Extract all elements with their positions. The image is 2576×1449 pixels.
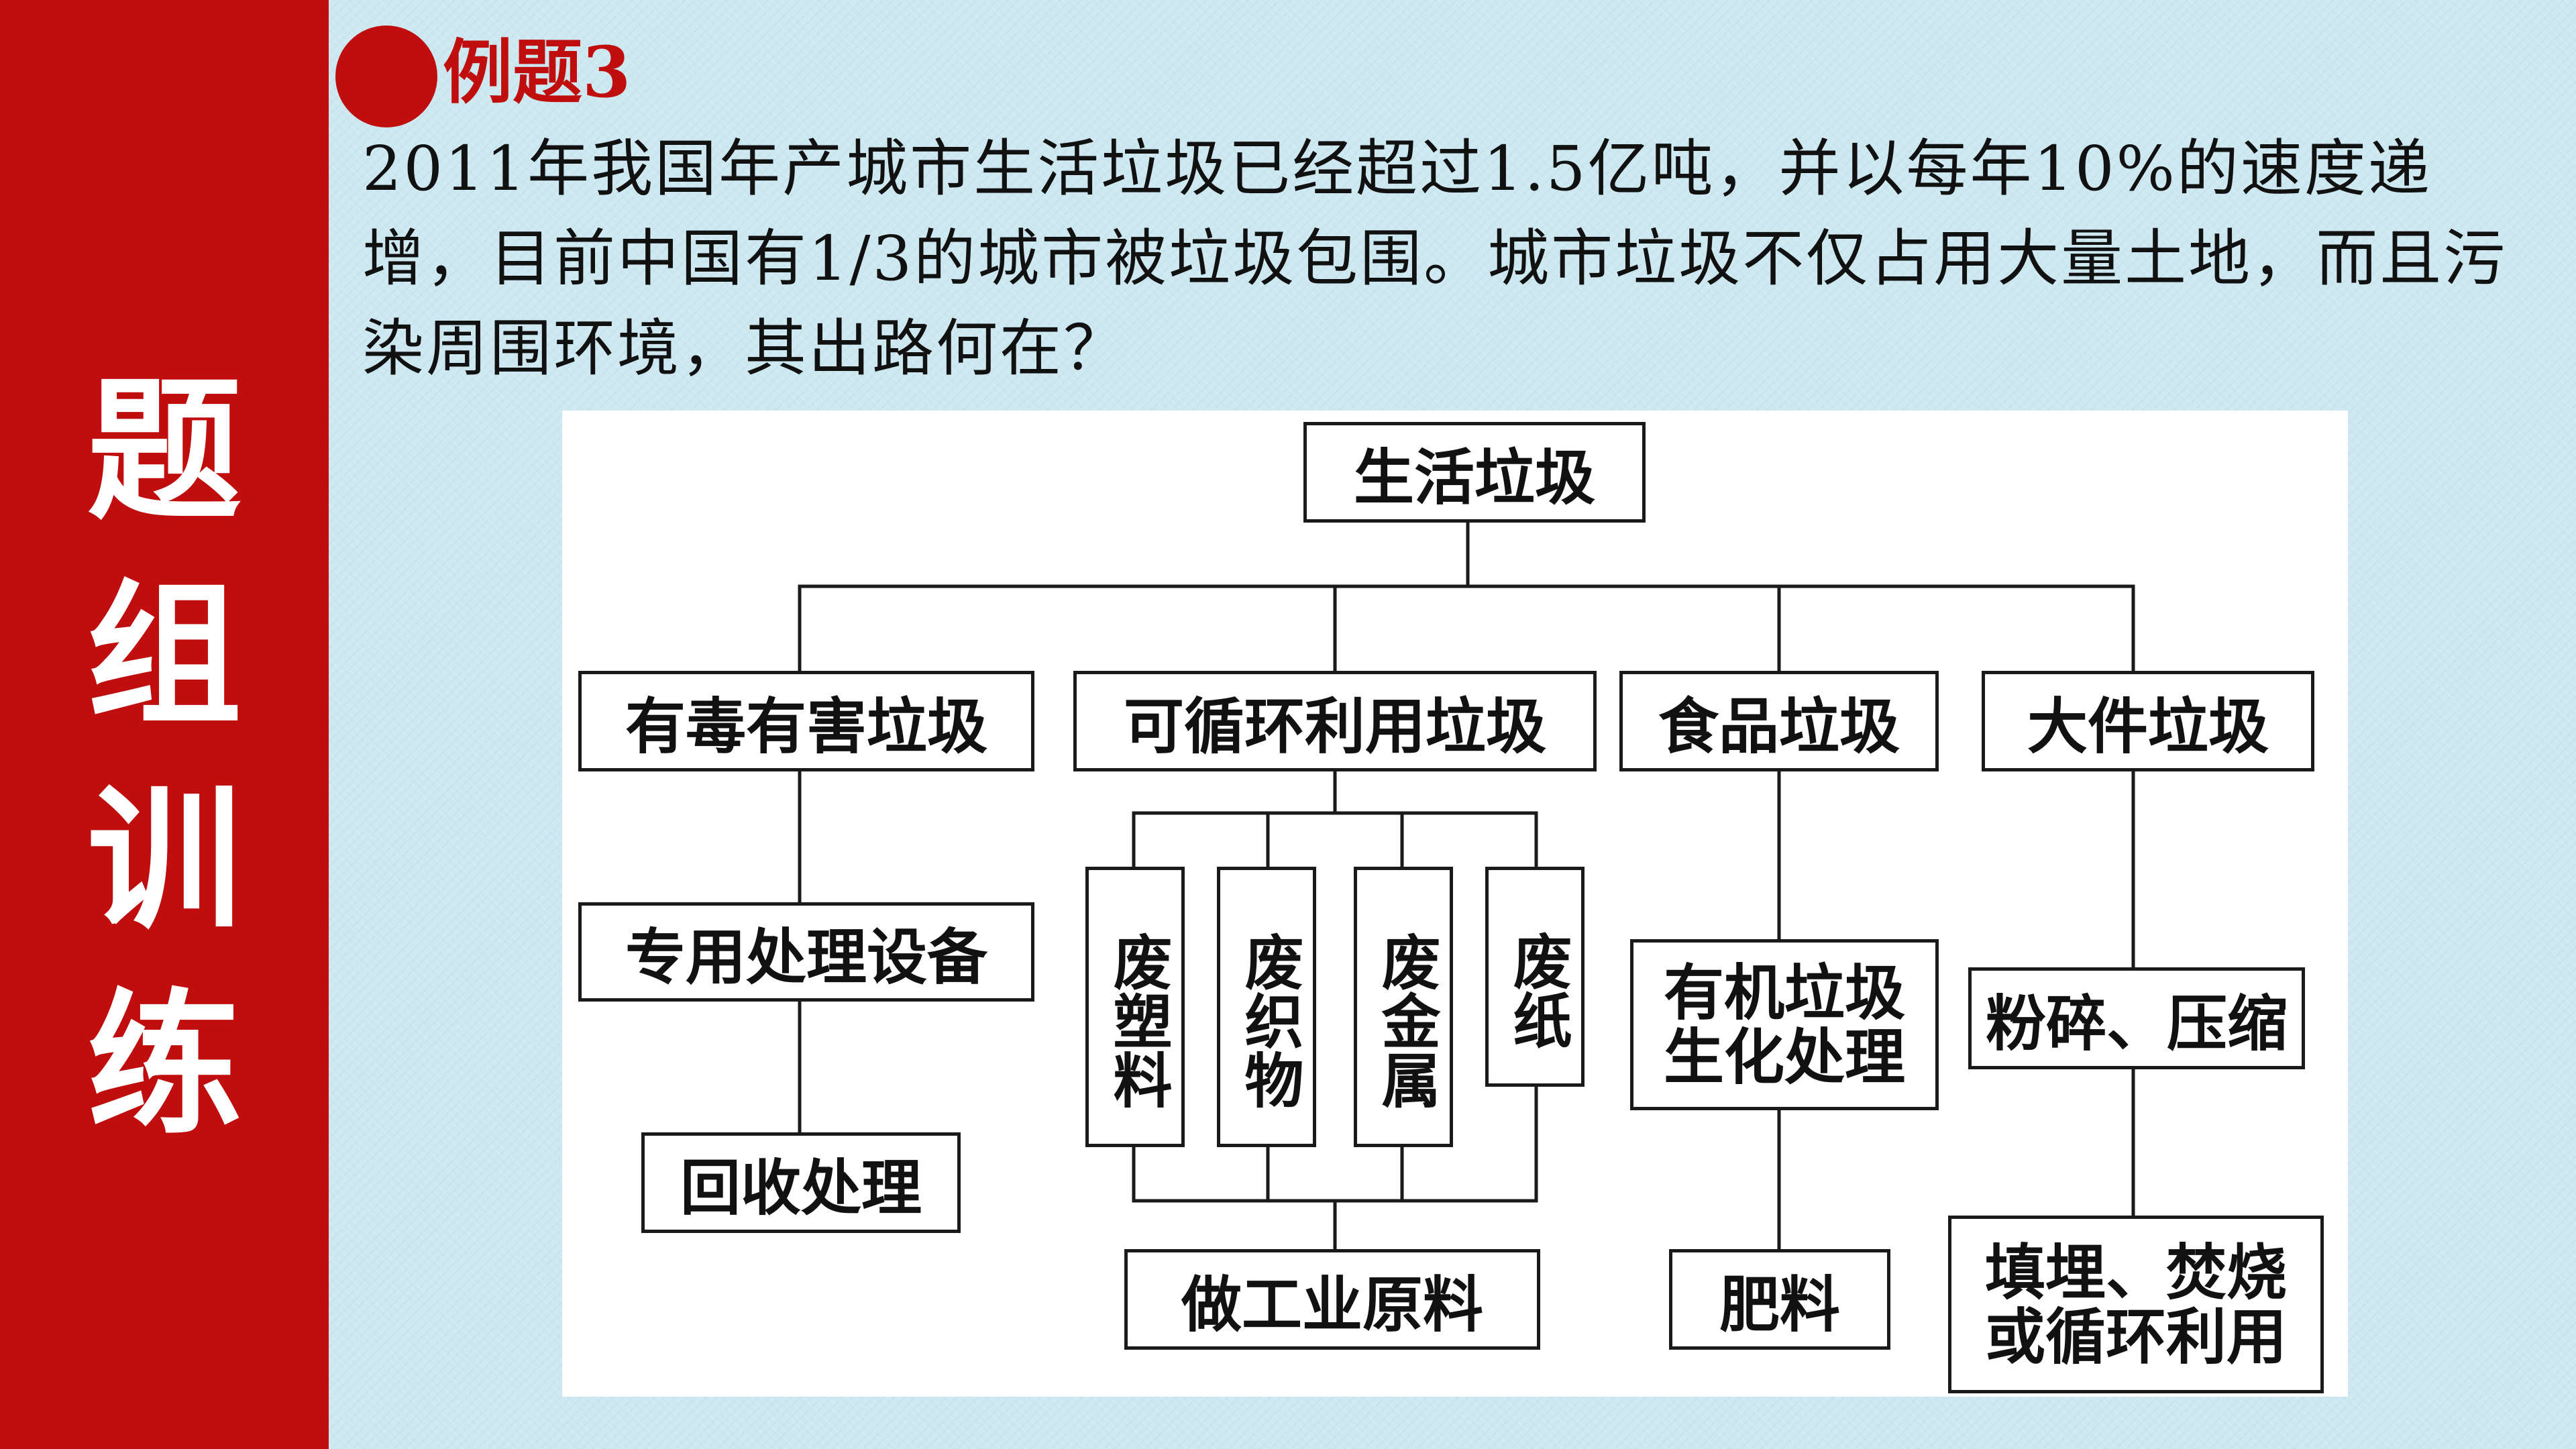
- node-industrial-material: 做工业原料: [1124, 1249, 1540, 1350]
- node-bulky-waste: 大件垃圾: [1982, 671, 2314, 771]
- sidebar-title: 题 组 训 练: [0, 349, 329, 1167]
- node-root: 生活垃圾: [1303, 422, 1646, 523]
- node-recovery: 回收处理: [641, 1132, 961, 1233]
- sidebar-char: 组: [87, 565, 241, 746]
- connector-lines: [798, 521, 2135, 1251]
- node-waste-plastic: 废塑料: [1085, 867, 1185, 1147]
- flowchart-panel: 生活垃圾 有毒有害垃圾 可循环利用垃圾 食品垃圾 大件垃圾 专用处理设备 回收处…: [562, 411, 2348, 1397]
- sidebar-char: 题: [87, 360, 241, 541]
- node-waste-metal: 废金属: [1354, 867, 1453, 1147]
- node-special-equipment: 专用处理设备: [578, 902, 1034, 1002]
- node-crush-compress: 粉碎、压缩: [1968, 967, 2305, 1069]
- node-organic-treatment: 有机垃圾生化处理: [1630, 939, 1939, 1110]
- node-toxic-waste: 有毒有害垃圾: [578, 671, 1034, 771]
- node-fertilizer: 肥料: [1669, 1249, 1890, 1350]
- node-food-waste: 食品垃圾: [1619, 671, 1939, 771]
- node-waste-fabric: 废织物: [1217, 867, 1316, 1147]
- node-landfill-incinerate: 填埋、焚烧或循环利用: [1948, 1216, 2324, 1393]
- node-waste-paper: 废纸: [1485, 867, 1585, 1087]
- bullet-dot-icon: [335, 25, 437, 127]
- sidebar: 题 组 训 练: [0, 0, 329, 1449]
- sidebar-char: 训: [87, 769, 241, 951]
- example-title: 例题3: [443, 31, 631, 113]
- node-recyclable-waste: 可循环利用垃圾: [1073, 671, 1597, 771]
- sidebar-char: 练: [87, 974, 241, 1155]
- question-text: 2011年我国年产城市生活垃圾已经超过1.5亿吨，并以每年10%的速度递增，目前…: [362, 133, 2508, 384]
